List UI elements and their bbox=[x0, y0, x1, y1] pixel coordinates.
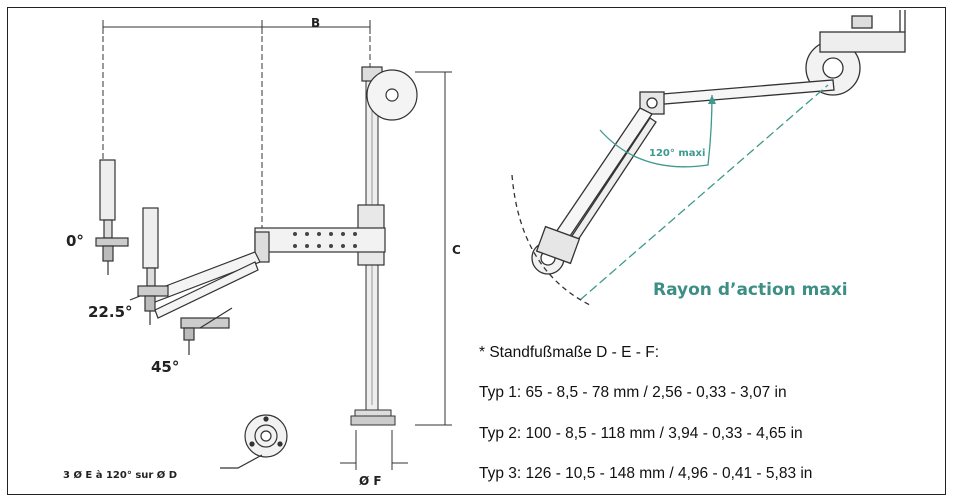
tool-45-degree bbox=[180, 307, 233, 355]
angle-45-label: 45° bbox=[151, 358, 180, 376]
angle-22-5-label: 22.5° bbox=[88, 303, 133, 321]
spring-reel bbox=[361, 66, 418, 121]
tool-22-5-degree bbox=[137, 207, 169, 325]
spec-header: * Standfußmaße D - E - F: bbox=[479, 344, 660, 361]
reach-indicator bbox=[511, 84, 829, 306]
spec-type-2: Typ 2: 100 - 8,5 - 118 mm / 3,94 - 0,33 … bbox=[479, 425, 803, 442]
dimension-c bbox=[415, 71, 452, 426]
angle-max-note: 120° maxi bbox=[649, 148, 706, 159]
base-note: 3 Ø E à 120° sur Ø D bbox=[63, 470, 178, 481]
articulated-arm bbox=[129, 251, 261, 319]
tool-0-degree bbox=[95, 159, 129, 275]
dimension-f-label: Ø F bbox=[359, 474, 382, 488]
dimension-b-label: B bbox=[311, 16, 321, 30]
top-view-arm bbox=[531, 10, 906, 275]
dimension-f bbox=[340, 430, 408, 470]
reach-radius-label: Rayon d’action maxi bbox=[653, 280, 848, 300]
angle-0-label: 0° bbox=[66, 232, 84, 250]
spec-type-1: Typ 1: 65 - 8,5 - 78 mm / 2,56 - 0,33 - … bbox=[479, 384, 787, 401]
dimension-c-label: C bbox=[452, 243, 461, 257]
horizontal-arm bbox=[254, 204, 386, 266]
base-plate-detail bbox=[220, 414, 288, 469]
spec-type-3: Typ 3: 126 - 10,5 - 148 mm / 4,96 - 0,41… bbox=[479, 465, 813, 482]
dimension-b bbox=[102, 20, 371, 230]
